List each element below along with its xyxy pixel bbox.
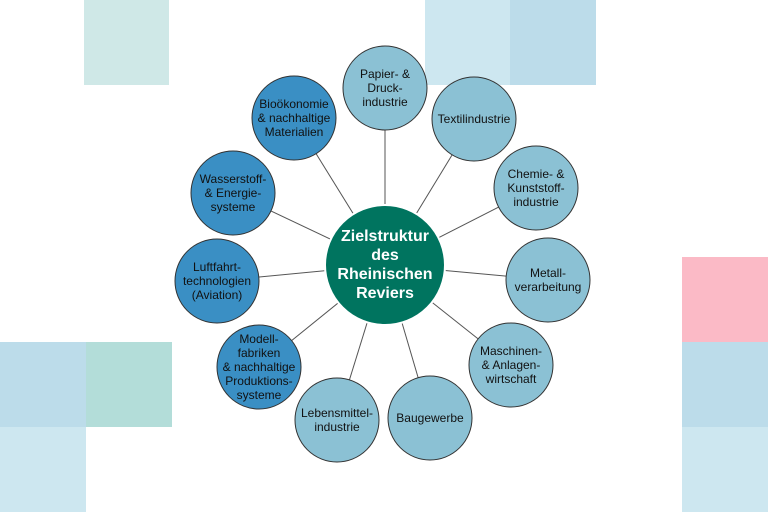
node-maschinen (468, 322, 554, 408)
decor-tile-top-left (84, 0, 169, 85)
node-modellfabriken (216, 324, 302, 410)
decor-tile-left-blue (0, 342, 86, 427)
node-lebensmittel (294, 377, 380, 463)
decor-tile-right-pink (682, 257, 768, 342)
node-metall (505, 237, 591, 323)
node-textil (431, 76, 517, 162)
node-luftfahrt (174, 238, 260, 324)
decor-tile-top-right-b (510, 0, 596, 85)
node-chemie (493, 145, 579, 231)
node-baugewerbe (387, 375, 473, 461)
decor-tile-right-blue (682, 342, 768, 427)
decor-tile-left-teal (86, 342, 172, 427)
center-node (324, 204, 446, 326)
node-biooekonomie (251, 75, 337, 161)
node-papier (342, 45, 428, 131)
node-wasserstoff (190, 150, 276, 236)
decor-tile-right-light (682, 427, 768, 512)
decor-tile-left-light (0, 427, 86, 512)
decor-tile-top-right-a (425, 0, 510, 85)
